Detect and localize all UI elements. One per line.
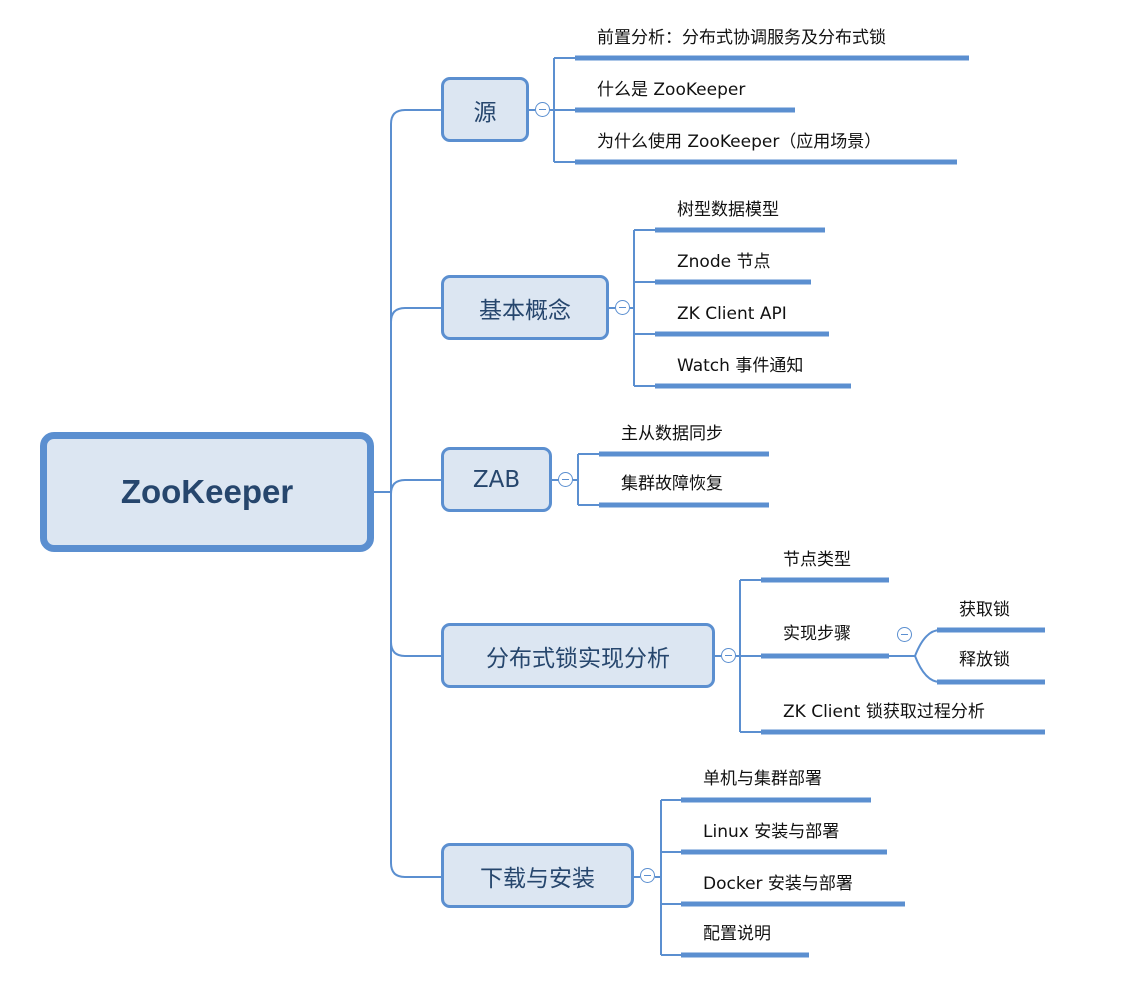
collapse-icon[interactable] bbox=[897, 627, 912, 642]
branch-connector bbox=[390, 109, 441, 125]
leaf-topic[interactable]: 实现步骤 bbox=[783, 624, 851, 644]
collapse-icon[interactable] bbox=[640, 868, 655, 883]
branch-label: 源 bbox=[473, 99, 497, 126]
root-label: ZooKeeper bbox=[120, 473, 294, 510]
collapse-icon[interactable] bbox=[721, 648, 736, 663]
leaf-topic[interactable]: Linux 安装与部署 bbox=[703, 822, 840, 842]
leaf-topic[interactable]: Watch 事件通知 bbox=[677, 356, 804, 376]
root-node[interactable]: ZooKeeper bbox=[40, 432, 374, 552]
branch-node-basic-concepts[interactable]: 基本概念 bbox=[441, 275, 609, 340]
leaf-topic[interactable]: 单机与集群部署 bbox=[703, 769, 822, 789]
branch-node-download-install[interactable]: 下载与安装 bbox=[441, 843, 634, 908]
leaf-topic[interactable]: ZK Client 锁获取过程分析 bbox=[783, 702, 985, 722]
leaf-topic[interactable]: 配置说明 bbox=[703, 924, 771, 944]
leaf-topic[interactable]: 什么是 ZooKeeper bbox=[597, 80, 746, 100]
leaf-topic[interactable]: 释放锁 bbox=[959, 650, 1010, 670]
leaf-topic[interactable]: 为什么使用 ZooKeeper（应用场景） bbox=[597, 132, 882, 152]
branch-node-distributed-lock[interactable]: 分布式锁实现分析 bbox=[441, 623, 715, 688]
branch-connector bbox=[390, 641, 441, 657]
branch-label: ZAB bbox=[472, 466, 521, 493]
branch-connector bbox=[390, 307, 441, 323]
leaf-topic[interactable]: 集群故障恢复 bbox=[621, 474, 723, 494]
collapse-icon[interactable] bbox=[535, 102, 550, 117]
leaf-topic[interactable]: 树型数据模型 bbox=[677, 200, 779, 220]
child-connector bbox=[914, 629, 941, 657]
branch-label: 分布式锁实现分析 bbox=[486, 645, 670, 672]
leaf-topic[interactable]: Znode 节点 bbox=[677, 252, 771, 272]
branch-label: 下载与安装 bbox=[480, 865, 595, 892]
branch-connector bbox=[390, 862, 441, 878]
child-connector bbox=[914, 655, 941, 683]
leaf-topic[interactable]: 主从数据同步 bbox=[621, 424, 723, 444]
branch-connector bbox=[390, 479, 441, 495]
branch-node-source[interactable]: 源 bbox=[441, 77, 529, 142]
leaf-topic[interactable]: 节点类型 bbox=[783, 550, 851, 570]
leaf-topic[interactable]: 获取锁 bbox=[959, 600, 1010, 620]
leaf-topic[interactable]: Docker 安装与部署 bbox=[703, 874, 853, 894]
leaf-topic[interactable]: ZK Client API bbox=[677, 304, 787, 324]
collapse-icon[interactable] bbox=[615, 300, 630, 315]
collapse-icon[interactable] bbox=[558, 472, 573, 487]
branch-node-zab[interactable]: ZAB bbox=[441, 447, 552, 512]
leaf-topic[interactable]: 前置分析：分布式协调服务及分布式锁 bbox=[597, 28, 886, 48]
branch-label: 基本概念 bbox=[479, 297, 571, 324]
